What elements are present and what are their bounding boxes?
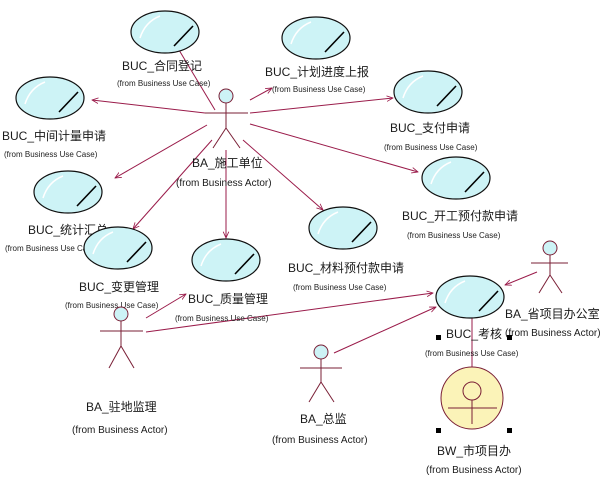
actor-chief[interactable]: BA_总监 (from Business Actor)	[272, 344, 368, 446]
actor-icon	[205, 88, 248, 149]
use-case-assess[interactable]: BUC_考核 (from Business Use Case)	[425, 275, 519, 358]
use-case-name: BUC_合同登记	[122, 58, 202, 73]
use-case-slash	[464, 171, 485, 193]
use-case-name: BUC_统计汇总	[28, 223, 108, 237]
use-case-name: BUC_考核	[446, 327, 502, 341]
use-case-highlight	[139, 15, 161, 39]
use-case-highlight	[317, 211, 339, 235]
use-case-change[interactable]: BUC_变更管理 (from Business Use Case)	[65, 226, 159, 310]
actor-source: (from Business Actor)	[272, 435, 368, 446]
use-case-highlight	[402, 75, 424, 99]
assoc-construction-payment[interactable]	[249, 98, 393, 114]
use-case-material[interactable]: BUC_材料预付款申请 (from Business Use Case)	[288, 206, 404, 292]
use-case-name: BUC_计划进度上报	[265, 64, 369, 79]
assoc-chief-assess[interactable]	[333, 306, 436, 354]
use-case-icon	[33, 170, 103, 214]
actor-name: BA_总监	[300, 412, 347, 426]
use-case-icon	[435, 275, 505, 319]
use-case-icon	[83, 226, 153, 270]
use-case-startpay[interactable]: BUC_开工预付款申请 (from Business Use Case)	[402, 156, 518, 240]
actor-supervisor[interactable]: BA_驻地监理 (from Business Actor)	[72, 306, 168, 436]
use-case-highlight	[42, 175, 64, 199]
actor-name: BA_驻地监理	[86, 399, 157, 414]
actor-icon	[100, 306, 143, 369]
use-case-highlight	[444, 280, 466, 304]
use-case-slash	[173, 25, 194, 47]
use-case-slash	[58, 91, 79, 113]
assoc-construction-summary[interactable]	[115, 124, 208, 178]
assoc-supervisor-assess[interactable]	[145, 293, 433, 333]
worker-source: (from Business Actor)	[426, 465, 522, 476]
use-case-highlight	[200, 243, 222, 267]
use-case-icon	[130, 10, 200, 54]
use-case-name: BUC_变更管理	[79, 279, 159, 294]
use-case-source: (from Business Use Case)	[5, 244, 99, 253]
use-case-icon	[421, 156, 491, 200]
actor-source: (from Business Actor)	[72, 425, 168, 436]
use-case-slash	[436, 85, 457, 107]
worker-city[interactable]: BW_市项目办 (from Business Actor)	[426, 335, 522, 476]
actor-province[interactable]: BA_省项目办公室 (from Business Actor)	[505, 240, 600, 339]
use-case-progress[interactable]: BUC_计划进度上报 (from Business Use Case)	[265, 16, 369, 94]
assoc-supervisor-quality[interactable]	[145, 294, 186, 319]
use-case-slash	[126, 241, 147, 263]
assoc-construction-interim[interactable]	[92, 100, 206, 114]
assoc-construction-change[interactable]	[133, 139, 213, 229]
actor-source: (from Business Actor)	[505, 328, 600, 339]
actor-source: (from Business Actor)	[176, 178, 272, 189]
use-case-name: BUC_中间计量申请	[2, 128, 106, 143]
use-case-slash	[234, 253, 255, 275]
assoc-province-assess[interactable]	[505, 271, 538, 285]
use-case-source: (from Business Use Case)	[272, 85, 366, 94]
use-case-name: BUC_支付申请	[390, 121, 470, 135]
use-case-slash	[351, 221, 372, 243]
use-case-slash	[478, 290, 499, 312]
use-case-source: (from Business Use Case)	[4, 150, 98, 159]
use-case-name: BUC_材料预付款申请	[288, 261, 404, 275]
use-case-contract[interactable]: BUC_合同登记 (from Business Use Case)	[117, 10, 211, 88]
use-case-slash	[324, 31, 345, 53]
use-case-highlight	[92, 231, 114, 255]
use-case-icon	[191, 238, 261, 282]
use-case-source: (from Business Use Case)	[65, 301, 159, 310]
use-case-interim[interactable]: BUC_中间计量申请 (from Business Use Case)	[2, 76, 106, 159]
assoc-construction-material[interactable]	[242, 139, 323, 210]
assoc-construction-startpay[interactable]	[249, 123, 418, 172]
use-case-icon	[15, 76, 85, 120]
use-case-payment[interactable]: BUC_支付申请 (from Business Use Case)	[384, 70, 478, 152]
use-case-source: (from Business Use Case)	[293, 283, 387, 292]
use-case-highlight	[430, 161, 452, 185]
use-case-highlight	[24, 81, 46, 105]
use-case-source: (from Business Use Case)	[384, 143, 478, 152]
actor-icon	[300, 344, 342, 403]
use-case-name: BUC_质量管理	[188, 291, 268, 306]
actor-name: BA_省项目办公室	[505, 306, 600, 321]
use-case-icon	[393, 70, 463, 114]
use-case-name: BUC_开工预付款申请	[402, 209, 518, 223]
use-case-highlight	[290, 21, 312, 45]
actor-construction[interactable]: BA_施工单位 (from Business Actor)	[176, 88, 272, 189]
use-case-source: (from Business Use Case)	[175, 314, 269, 323]
use-case-slash	[76, 185, 97, 207]
use-case-source: (from Business Use Case)	[407, 231, 501, 240]
worker-name: BW_市项目办	[437, 443, 511, 458]
use-case-summary[interactable]: BUC_统计汇总 (from Business Use Case)	[5, 170, 108, 253]
actor-icon	[531, 240, 568, 294]
assoc-construction-progress[interactable]	[249, 88, 272, 101]
worker-icon	[440, 366, 504, 430]
use-case-icon	[308, 206, 378, 250]
use-case-source: (from Business Use Case)	[425, 349, 519, 358]
use-case-icon	[281, 16, 351, 60]
actor-name: BA_施工单位	[192, 155, 263, 170]
use-case-source: (from Business Use Case)	[117, 79, 211, 88]
selection-handles	[436, 335, 512, 433]
use-case-quality[interactable]: BUC_质量管理 (from Business Use Case)	[175, 238, 269, 323]
